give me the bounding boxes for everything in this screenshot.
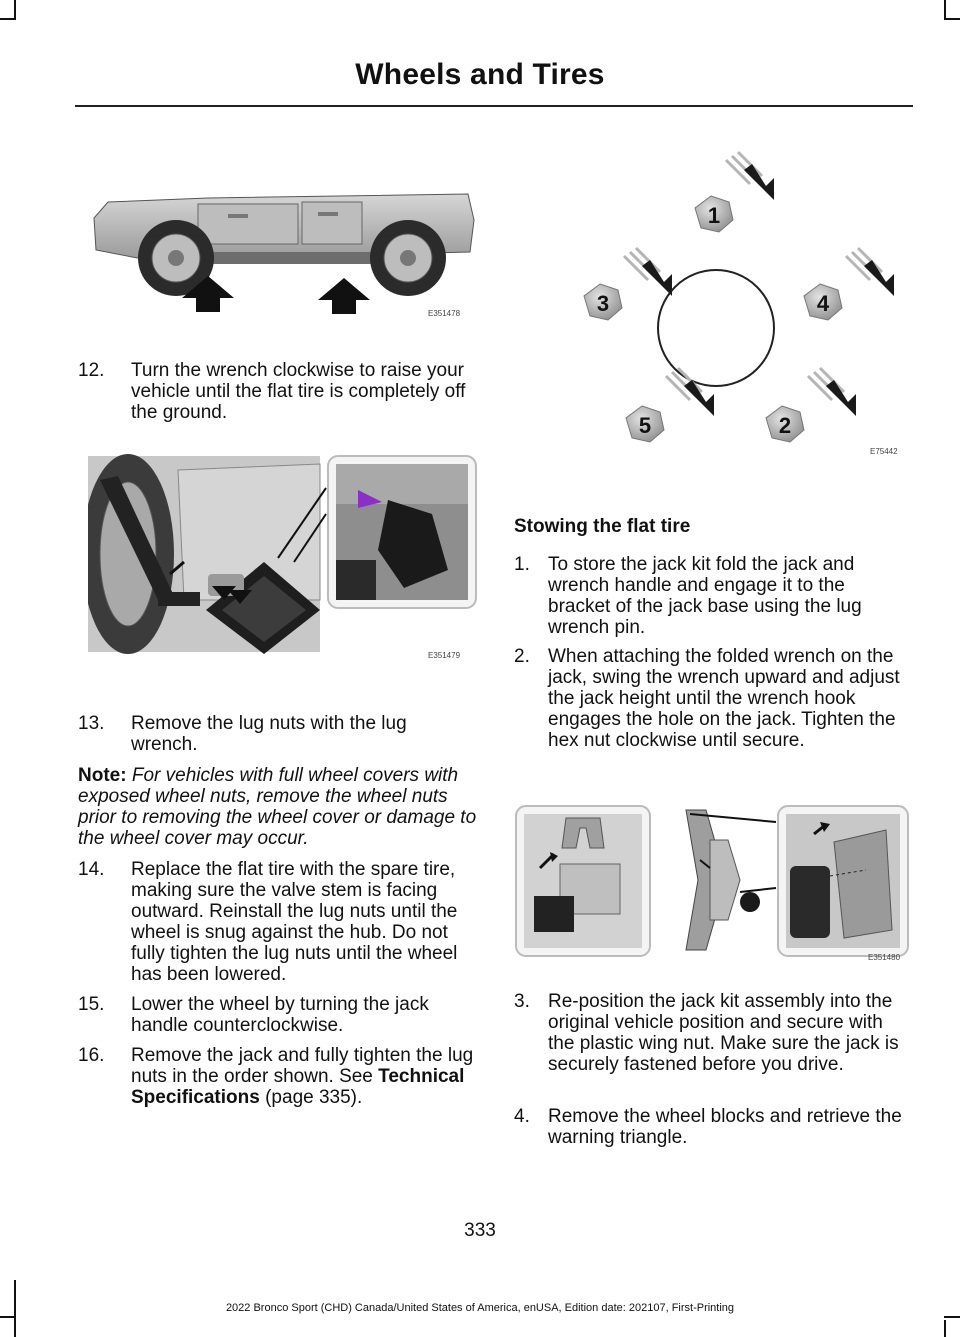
lug-nut-2-label: 2 xyxy=(779,413,791,438)
step-number: 1. xyxy=(514,554,530,575)
lug-nut-4-label: 4 xyxy=(817,291,830,316)
crop-mark xyxy=(944,1316,960,1318)
lug-nut-3-label: 3 xyxy=(597,291,609,316)
step-text: Remove the jack and fully tighten the lu… xyxy=(131,1045,476,1108)
crop-mark xyxy=(944,18,960,20)
figure-code: E75442 xyxy=(870,447,898,456)
technical-specifications-link[interactable]: Technical Specifications xyxy=(131,1066,465,1108)
step-number: 4. xyxy=(514,1106,530,1127)
step-text: Lower the wheel by turning the jack hand… xyxy=(131,994,429,1036)
jack-raise-figure: E351479 xyxy=(88,450,480,662)
step-text: To store the jack kit fold the jack and … xyxy=(548,554,862,638)
step-text: Replace the flat tire with the spare tir… xyxy=(131,859,458,985)
step-text-before: Remove the jack and fully tighten the lu… xyxy=(131,1045,474,1087)
stow-step-2: 2. When attaching the folded wrench on t… xyxy=(514,646,910,776)
crop-mark xyxy=(0,1316,16,1318)
step-number: 12. xyxy=(78,360,105,381)
note-label: Note: xyxy=(78,765,127,786)
step-number: 13. xyxy=(78,713,105,734)
stow-step-3: 3. Re-position the jack kit assembly int… xyxy=(514,991,910,1101)
page-number: 333 xyxy=(464,1220,496,1241)
footer-edition-info: 2022 Bronco Sport (CHD) Canada/United St… xyxy=(225,1302,735,1314)
lug-nut-1-label: 1 xyxy=(708,203,720,228)
note-text: For vehicles with full wheel covers with… xyxy=(78,765,477,849)
step-16: 16. Remove the jack and fully tighten th… xyxy=(78,1045,478,1133)
jack-stow-figure: E351480 xyxy=(514,800,910,962)
lug-nut-sequence-figure: 1 4 2 5 3 E75442 xyxy=(560,150,912,460)
crop-mark xyxy=(944,0,946,20)
crop-mark xyxy=(944,1320,946,1337)
section-heading: Stowing the flat tire xyxy=(514,516,691,537)
step-text: When attaching the folded wrench on the … xyxy=(548,646,900,751)
stow-step-4: 4. Remove the wheel blocks and retrieve … xyxy=(514,1106,910,1150)
figure-code: E351480 xyxy=(868,953,901,962)
step-text: Turn the wrench clockwise to raise your … xyxy=(131,360,466,423)
step-text: Remove the wheel blocks and retrieve the… xyxy=(548,1106,902,1148)
step-number: 15. xyxy=(78,994,105,1015)
lug-nut-5-label: 5 xyxy=(639,413,651,438)
note: Note: For vehicles with full wheel cover… xyxy=(78,765,478,849)
crop-mark xyxy=(14,1280,16,1337)
step-text: Re-position the jack kit assembly into t… xyxy=(548,991,899,1075)
page-title: Wheels and Tires xyxy=(355,58,605,91)
step-number: 16. xyxy=(78,1045,105,1066)
step-number: 3. xyxy=(514,991,530,1012)
step-number: 2. xyxy=(514,646,530,667)
stow-step-1: 1. To store the jack kit fold the jack a… xyxy=(514,554,910,642)
vehicle-lift-points-figure: E351478 xyxy=(88,180,480,320)
step-text: Remove the lug nuts with the lug wrench. xyxy=(131,713,407,755)
step-text-after: (page 335). xyxy=(259,1087,363,1108)
step-13: 13. Remove the lug nuts with the lug wre… xyxy=(78,713,478,757)
step-15: 15. Lower the wheel by turning the jack … xyxy=(78,994,478,1038)
crop-mark xyxy=(0,18,16,20)
step-12: 12. Turn the wrench clockwise to raise y… xyxy=(78,360,478,426)
figure-code: E351478 xyxy=(428,309,461,318)
header-divider xyxy=(75,105,913,107)
figure-code: E351479 xyxy=(428,651,461,660)
crop-mark xyxy=(14,0,16,20)
step-number: 14. xyxy=(78,859,105,880)
step-14: 14. Replace the flat tire with the spare… xyxy=(78,859,478,989)
